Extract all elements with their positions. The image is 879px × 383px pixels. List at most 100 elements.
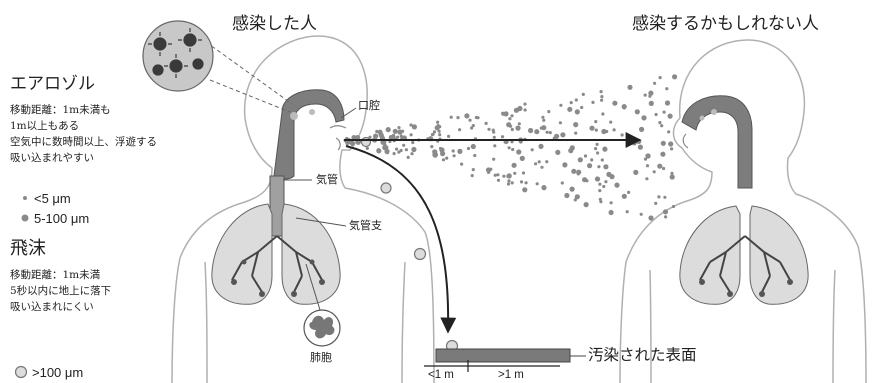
aerosol-heading: エアロゾル: [10, 76, 95, 93]
aerosol-particle: [386, 151, 389, 154]
aerosol-particle: [407, 156, 410, 159]
aerosol-particle: [641, 115, 646, 120]
aerosol-particle: [600, 99, 603, 102]
aerosol-particle: [395, 148, 398, 151]
virus-cluster-icon: [143, 21, 292, 112]
aerosol-particle: [435, 153, 438, 156]
at-risk-lungs: [680, 206, 808, 304]
aerosol-particle: [610, 201, 613, 204]
aerosol-particle: [458, 128, 461, 131]
aerosol-particle: [445, 157, 448, 160]
aerosol-particle: [536, 182, 539, 185]
aerosol-particle: [457, 149, 462, 154]
aerosol-particle: [538, 144, 543, 149]
aerosol-particle: [596, 143, 599, 146]
aerosol-particle: [507, 173, 512, 178]
aerosol-particle: [560, 132, 565, 137]
aerosol-particle: [575, 194, 580, 199]
legend-small-label: <5 μm: [34, 192, 71, 205]
aerosol-particle: [644, 94, 647, 97]
aerosol-particle: [627, 191, 630, 194]
aerosol-particle: [511, 181, 514, 184]
aerosol-particle: [494, 174, 497, 177]
aerosol-particle: [513, 172, 516, 175]
aerosol-particle: [439, 147, 442, 150]
aerosol-particle: [626, 210, 629, 213]
aerosol-particle: [440, 151, 445, 156]
aerosol-particle: [507, 179, 510, 182]
aerosol-particle: [541, 116, 544, 119]
aerosol-particle: [665, 100, 670, 105]
aerosol-particle: [594, 120, 597, 123]
distance-near-label: <1 m: [428, 370, 454, 382]
aerosol-particle: [609, 210, 614, 215]
legend-medium-label: 5-100 μm: [34, 212, 89, 225]
aerosol-particle: [662, 167, 665, 170]
aerosol-particle: [672, 74, 677, 79]
aerosol-particle: [515, 126, 520, 131]
aerosol-particle: [575, 98, 578, 101]
aerosol-line: 空気中に数時間以上、浮遊する: [10, 134, 157, 150]
aerosol-particle: [518, 122, 521, 125]
aerosol-particle: [670, 174, 675, 179]
aerosol-particle: [492, 131, 495, 134]
aerosol-particle: [528, 128, 533, 133]
aerosol-particle: [508, 117, 511, 120]
aerosol-particle: [640, 213, 643, 216]
aerosol-particle: [663, 209, 668, 214]
aerosol-particle: [646, 155, 649, 158]
aerosol-particle: [632, 140, 637, 145]
aerosol-particle: [591, 101, 594, 104]
aerosol-particle: [660, 124, 663, 127]
aerosol-particle: [438, 133, 441, 136]
aerosol-particle: [393, 129, 398, 134]
aerosol-particle: [453, 154, 456, 157]
aerosol-particle: [597, 165, 600, 168]
aerosol-particle: [476, 116, 479, 119]
aerosol-particle: [602, 147, 607, 152]
aerosol-particle: [571, 169, 576, 174]
aerosol-particle: [507, 182, 510, 185]
aerosol-particle: [400, 149, 403, 152]
aerosol-particle: [659, 76, 662, 79]
aerosol-particle: [373, 134, 378, 139]
aerosol-particle: [661, 141, 666, 146]
aerosol-particle: [438, 125, 441, 128]
aerosol-particle: [635, 109, 640, 114]
aerosol-particle: [654, 202, 657, 205]
aerosol-particle: [402, 144, 405, 147]
droplet-line: 5秒以内に地上に落下: [10, 283, 111, 299]
infected-person-title: 感染した人: [232, 16, 317, 33]
aerosol-particle: [392, 135, 395, 138]
aerosol-particle: [595, 129, 598, 132]
aerosol-particle: [386, 127, 391, 132]
aerosol-particle: [639, 127, 644, 132]
aerosol-particle: [657, 164, 662, 169]
aerosol-particle: [472, 168, 475, 171]
aerosol-particle: [472, 124, 475, 127]
aerosol-particle: [570, 101, 573, 104]
aerosol-particle: [648, 215, 653, 220]
aerosol-particle: [487, 171, 490, 174]
aerosol-cloud: [344, 74, 678, 220]
aerosol-particle: [587, 163, 592, 168]
aerosol-particle: [464, 113, 469, 118]
aerosol-particle: [501, 135, 504, 138]
aerosol-particle: [590, 158, 593, 161]
aerosol-particle: [648, 95, 651, 98]
aerosol-particle: [585, 179, 588, 182]
aerosol-particle: [649, 101, 654, 106]
droplet-heading: 飛沫: [10, 240, 46, 258]
aerosol-particle: [396, 136, 399, 139]
aerosol-particle: [542, 119, 545, 122]
aerosol-particle: [653, 82, 656, 85]
aerosol-particle: [580, 106, 583, 109]
at-risk-airway: [682, 96, 752, 188]
aerosol-particle: [525, 181, 528, 184]
aerosol-particle: [497, 179, 500, 182]
aerosol-particle: [568, 148, 573, 153]
aerosol-particle: [598, 189, 601, 192]
aerosol-particle: [623, 106, 626, 109]
aerosol-particle: [645, 177, 648, 180]
